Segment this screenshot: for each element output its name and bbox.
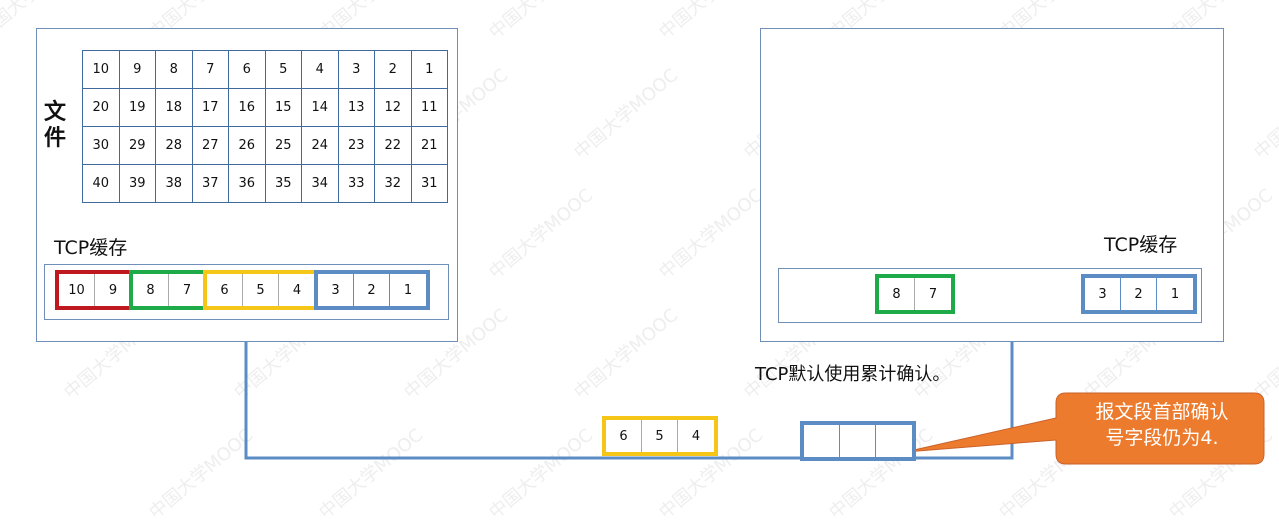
- file-byte-cell: 2: [374, 50, 412, 89]
- file-byte-cell: 37: [191, 164, 229, 203]
- file-byte-cell: 30: [82, 126, 120, 165]
- file-byte-cell: 32: [374, 164, 412, 203]
- file-byte-cell: 8: [155, 50, 193, 89]
- segment-cell: 10: [59, 274, 95, 306]
- file-byte-cell: 25: [264, 126, 302, 165]
- segment-cell: 1: [403, 282, 413, 298]
- segment-cell: 3: [318, 274, 354, 306]
- file-byte-cell: 19: [118, 88, 156, 127]
- segment-cell: 7: [182, 282, 192, 298]
- file-byte-cell: 9: [118, 50, 156, 89]
- in-transit-segment: 6 5 4: [602, 416, 718, 456]
- file-label: 文件: [43, 100, 66, 151]
- file-byte-cell: 17: [191, 88, 229, 127]
- file-byte-cell: 1: [410, 50, 448, 89]
- file-byte-cell: 28: [155, 126, 193, 165]
- link-line: [244, 342, 1014, 460]
- file-byte-cell: 5: [264, 50, 302, 89]
- file-byte-cell: 20: [82, 88, 120, 127]
- file-byte-cell: 27: [191, 126, 229, 165]
- receiver-segment-green: 8 7: [875, 274, 955, 314]
- segment-cell: 8: [879, 278, 915, 310]
- network-diagram-lines: [244, 342, 1265, 465]
- segment-cell: 3: [1085, 278, 1121, 310]
- file-byte-cell: 33: [337, 164, 375, 203]
- segment-cell: 8: [133, 274, 169, 306]
- file-byte-cell: 23: [337, 126, 375, 165]
- file-byte-cell: 18: [155, 88, 193, 127]
- file-byte-cell: 10: [82, 50, 120, 89]
- file-byte-cell: 15: [264, 88, 302, 127]
- sender-buffer-title: TCP缓存: [54, 237, 128, 259]
- file-byte-cell: 29: [118, 126, 156, 165]
- file-byte-cell: 35: [264, 164, 302, 203]
- file-byte-cell: 16: [228, 88, 266, 127]
- segment-cell: 4: [691, 428, 701, 444]
- file-byte-cell: 38: [155, 164, 193, 203]
- file-byte-cell: 3: [337, 50, 375, 89]
- sender-segment-red: 10 9: [55, 270, 135, 310]
- file-byte-cell: 39: [118, 164, 156, 203]
- file-byte-cell: 7: [191, 50, 229, 89]
- segment-cell: [876, 425, 912, 457]
- file-byte-cell: 31: [410, 164, 448, 203]
- file-byte-cell: 13: [337, 88, 375, 127]
- file-byte-cell: 40: [82, 164, 120, 203]
- receiver-segment-blue: 3 2 1: [1081, 274, 1197, 314]
- file-byte-cell: 34: [301, 164, 339, 203]
- file-byte-cell: 11: [410, 88, 448, 127]
- file-byte-cell: 14: [301, 88, 339, 127]
- receiver-buffer-title: TCP缓存: [1104, 234, 1178, 256]
- file-byte-cell: 21: [410, 126, 448, 165]
- file-byte-cell: 26: [228, 126, 266, 165]
- segment-cell: 6: [606, 420, 642, 452]
- segment-cell: 4: [292, 282, 302, 298]
- callout-line: 号字段仍为4.: [1105, 427, 1219, 449]
- segment-cell: 2: [1121, 278, 1157, 310]
- file-byte-cell: 4: [301, 50, 339, 89]
- file-byte-cell: 24: [301, 126, 339, 165]
- callout-shape: [904, 392, 1265, 465]
- segment-cell: 2: [354, 274, 390, 306]
- file-byte-cell: 12: [374, 88, 412, 127]
- callout-text: 报文段首部确认 号字段仍为4.: [1064, 399, 1260, 451]
- segment-cell: 9: [108, 282, 118, 298]
- file-byte-cell: 6: [228, 50, 266, 89]
- file-byte-cell: 22: [374, 126, 412, 165]
- segment-cell: 5: [243, 274, 279, 306]
- ack-segment: [800, 421, 916, 461]
- file-byte-cell: 36: [228, 164, 266, 203]
- segment-cell: [840, 425, 876, 457]
- callout-line: 报文段首部确认: [1095, 401, 1229, 423]
- cumulative-ack-note: TCP默认使用累计确认。: [755, 364, 951, 385]
- segment-cell: 7: [928, 286, 938, 302]
- segment-cell: 5: [642, 420, 678, 452]
- segment-cell: 6: [207, 274, 243, 306]
- segment-cell: 1: [1170, 286, 1180, 302]
- segment-cell: [804, 425, 840, 457]
